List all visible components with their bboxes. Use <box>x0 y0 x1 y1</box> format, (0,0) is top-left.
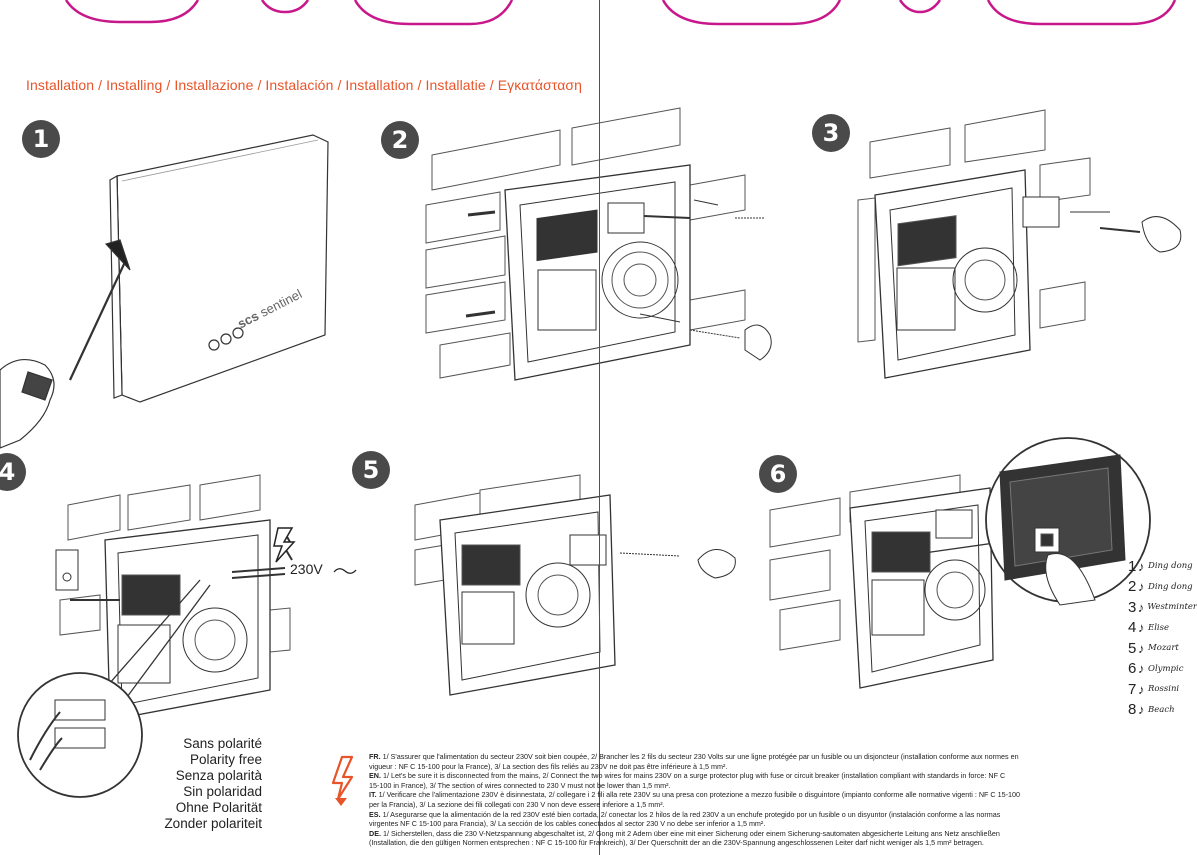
instruction-es-line1: ES. 1/ Asegurarse que la alimentación de… <box>369 810 1197 820</box>
lang-code: IT. <box>369 790 377 800</box>
melody-number: 3 <box>1128 598 1137 616</box>
step-6-badge: 6 <box>759 455 797 493</box>
instruction-en-line2: 15-100 in France), 3/ The section of wir… <box>369 780 671 790</box>
instruction-es-line2: virgentes NF C 15-100 para Francia), 3/ … <box>369 819 766 829</box>
melody-item: 1♪Ding dong <box>1128 556 1197 577</box>
melody-item: 8♪Beach <box>1128 700 1197 721</box>
lang-code: ES. <box>369 809 381 819</box>
music-note-icon: ♪ <box>1137 599 1145 615</box>
polarity-fr: Sans polarité <box>183 736 262 751</box>
mains-bolt-icon <box>273 527 296 563</box>
step-4-badge: 4 <box>0 453 26 491</box>
music-note-icon: ♪ <box>1138 640 1145 656</box>
step2-drawing <box>425 107 772 381</box>
melody-item: 4♪Elise <box>1128 618 1197 639</box>
step6-drawing <box>769 437 1151 689</box>
melody-name: Olympic <box>1148 663 1184 674</box>
melody-item: 6♪Olympic <box>1128 659 1197 680</box>
polarity-note: Sans polarité Polarity free Senza polari… <box>130 736 262 832</box>
ac-wave-icon <box>333 568 357 574</box>
step-1-badge: 1 <box>22 120 60 158</box>
step-5-badge: 5 <box>352 451 390 489</box>
melody-item: 3♪Westminter <box>1128 597 1197 618</box>
melody-name: Westminter <box>1147 602 1197 613</box>
melody-name: Elise <box>1148 622 1170 633</box>
fold-line <box>599 0 600 855</box>
instruction-text: 1/ Verificare che l'alimentazione 230V è… <box>376 790 1021 800</box>
instruction-it-line1: IT. 1/ Verificare che l'alimentazione 23… <box>369 790 1197 800</box>
instruction-fr-line1: FR. 1/ S'assurer que l'alimentation du s… <box>369 752 1197 762</box>
step1-drawing <box>0 134 329 449</box>
melody-item: 7♪Rossini <box>1128 679 1197 700</box>
step5-drawing <box>414 474 736 696</box>
melody-name: Ding dong <box>1148 581 1193 592</box>
instruction-text: 1/ Sicherstellen, dass die 230 V-Netzspa… <box>380 828 1000 838</box>
melody-name: Mozart <box>1148 643 1179 654</box>
music-note-icon: ♪ <box>1138 661 1145 677</box>
melody-name: Ding dong <box>1148 561 1193 572</box>
melody-number: 7 <box>1128 680 1137 698</box>
polarity-es: Sin polaridad <box>183 784 262 799</box>
lang-code: FR. <box>369 752 381 761</box>
lang-code: EN. <box>369 771 381 781</box>
instruction-fr-line2: vigueur : NF C 15-100 pour la France), 3… <box>369 761 728 771</box>
melody-name: Rossini <box>1148 684 1180 695</box>
melody-number: 6 <box>1128 660 1137 678</box>
polarity-de: Ohne Polarität <box>175 800 262 815</box>
installation-heading: Installation / Installing / Installazion… <box>26 77 583 93</box>
polarity-it: Senza polarità <box>175 768 262 783</box>
safety-instructions: FR. 1/ S'assurer que l'alimentation du s… <box>369 752 1197 855</box>
instruction-de-line2: (Installation, die den gültigen Normen e… <box>369 838 984 848</box>
music-note-icon: ♪ <box>1138 579 1145 595</box>
melody-number: 8 <box>1128 701 1137 719</box>
step-3-badge: 3 <box>812 114 850 152</box>
lang-code: DE. <box>369 828 381 838</box>
instruction-text: 1/ S'assurer que l'alimentation du secte… <box>380 752 1019 761</box>
step-2-badge: 2 <box>381 121 419 159</box>
music-note-icon: ♪ <box>1138 620 1145 636</box>
melody-name: Beach <box>1148 704 1175 715</box>
polarity-en: Polarity free <box>189 752 262 767</box>
instruction-it-line2: per la Francia), 3/ La sezione dei fili … <box>369 799 665 809</box>
melody-number: 4 <box>1128 619 1137 637</box>
step3-drawing <box>857 109 1182 379</box>
instruction-de-line1: DE. 1/ Sicherstellen, dass die 230 V-Net… <box>369 829 1197 839</box>
melody-number: 2 <box>1128 578 1137 596</box>
melody-item: 5♪Mozart <box>1128 638 1197 659</box>
instruction-en-line1: EN. 1/ Let's be sure it is disconnected … <box>369 771 1197 781</box>
polarity-nl: Zonder polariteit <box>164 816 262 831</box>
music-note-icon: ♪ <box>1138 702 1145 718</box>
melody-list: 1♪Ding dong 2♪Ding dong 3♪Westminter 4♪E… <box>1128 556 1197 720</box>
melody-item: 2♪Ding dong <box>1128 577 1197 598</box>
electric-warning-icon <box>331 755 354 806</box>
melody-number: 5 <box>1128 639 1137 657</box>
voltage-label: 230V <box>290 561 323 577</box>
melody-number: 1 <box>1128 557 1137 575</box>
music-note-icon: ♪ <box>1138 558 1145 574</box>
top-arcs <box>64 0 1177 26</box>
instruction-text: 1/ Asegurarse que la alimentación de la … <box>380 809 1001 819</box>
instruction-text: 1/ Let's be sure it is disconnected from… <box>380 771 1006 781</box>
music-note-icon: ♪ <box>1138 681 1145 697</box>
step4-drawing <box>17 474 293 798</box>
